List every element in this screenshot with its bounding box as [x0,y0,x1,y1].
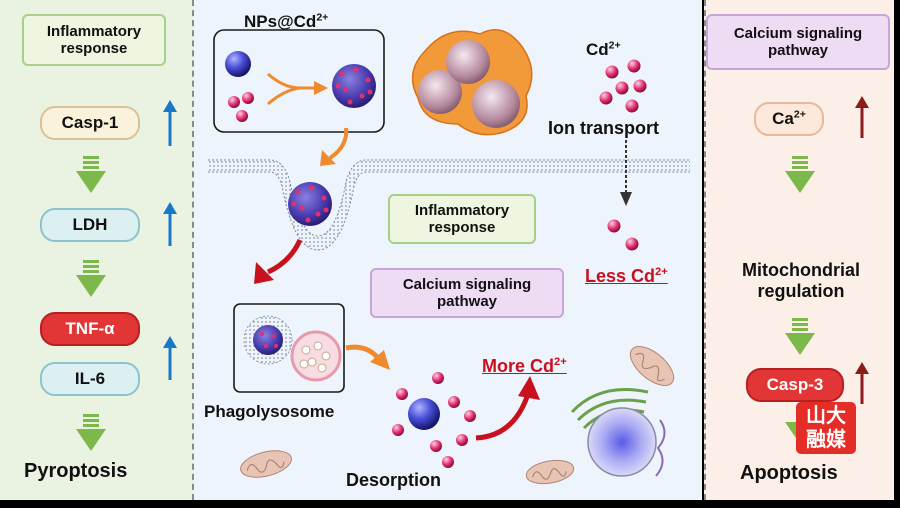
left-outcome: Pyroptosis [24,460,128,482]
up-arrow-icon [163,202,177,246]
marker-casp1: Casp-1 [40,106,140,140]
transported-cd-ion-icon [607,219,639,251]
flow-down-arrow-icon [785,318,815,355]
mitochondria-icon [240,450,292,478]
ca-pill: Ca2+ [754,102,824,136]
cell-cluster-icon [411,29,533,136]
mid-inflammatory-label: Inflammatory response [414,201,510,236]
endosome-icon [243,315,293,365]
merge-arrow-icon [267,72,328,106]
phagolysosome-label: Phagolysosome [204,402,335,421]
flow-down-arrow-icon [76,260,106,297]
more-cd-arrow-icon [475,376,540,441]
up-arrow-icon [163,100,177,146]
cell-membrane [208,159,690,251]
more-cd-label: More Cd2+ [482,356,567,376]
less-cd-label: Less Cd2+ [585,266,668,286]
release-arrow-icon [345,344,390,370]
mitochondrial-regulation: Mitochondrial regulation [716,256,886,306]
up-arrow-icon [163,336,177,380]
internalized-nanoparticle-icon [288,182,332,226]
marker-tnf: TNF-α [40,312,140,346]
nanoparticle-core-icon [225,51,251,77]
marker-casp1-label: Casp-1 [61,113,119,133]
free-cd-ion-icon [599,59,647,113]
media-logo-line1: 山大 [806,405,846,427]
mid-inflammatory-box: Inflammatory response [388,194,536,244]
mitochondria-icon [629,346,675,386]
marker-il6: IL-6 [40,362,140,396]
endocytosis-arrow-icon [254,238,303,284]
flow-down-arrow-icon [76,156,106,193]
up-arrow-icon [855,96,869,138]
marker-ldh: LDH [40,208,140,242]
marker-ldh-label: LDH [72,215,108,235]
casp3-label: Casp-3 [766,375,824,395]
uptake-arrow-icon [320,127,349,166]
mitochondria-icon [525,459,575,485]
cd-ion-label: Cd2+ [586,39,621,59]
lysosome-icon [290,330,342,382]
media-logo: 山大 融媒 [796,402,856,454]
mid-calcium-box: Calcium signaling pathway [370,268,564,318]
right-title: Calcium signaling pathway [733,24,863,59]
mid-calcium-label: Calcium signaling pathway [402,275,532,310]
media-logo-line2: 融媒 [806,429,846,451]
ca-pill-label: Ca2+ [772,108,806,129]
right-title-box: Calcium signaling pathway [706,14,890,70]
ion-transport-label: Ion transport [548,118,659,138]
mitochondrial-label: Mitochondrial regulation [742,260,860,301]
desorption-label: Desorption [346,470,442,490]
desorption-icon [392,372,476,468]
flow-down-arrow-icon [76,414,106,451]
synthesis-box [213,29,385,133]
flow-down-arrow-icon [785,156,815,193]
loaded-nanoparticle-icon [332,64,376,108]
marker-tnf-label: TNF-α [65,319,115,339]
left-title: Inflammatory response [46,22,142,57]
up-arrow-icon [855,362,869,404]
nucleus-icon [570,388,666,477]
ion-transport-arrow-icon [620,140,632,206]
nanoparticle-label: NPs@Cd2+ [244,11,329,31]
right-outcome: Apoptosis [740,462,838,484]
casp3-pill: Casp-3 [746,368,844,402]
marker-il6-label: IL-6 [74,369,106,389]
left-title-box: Inflammatory response [22,14,166,66]
cd-ion-cluster-icon [228,92,254,122]
phagolysosome-box [233,303,345,393]
